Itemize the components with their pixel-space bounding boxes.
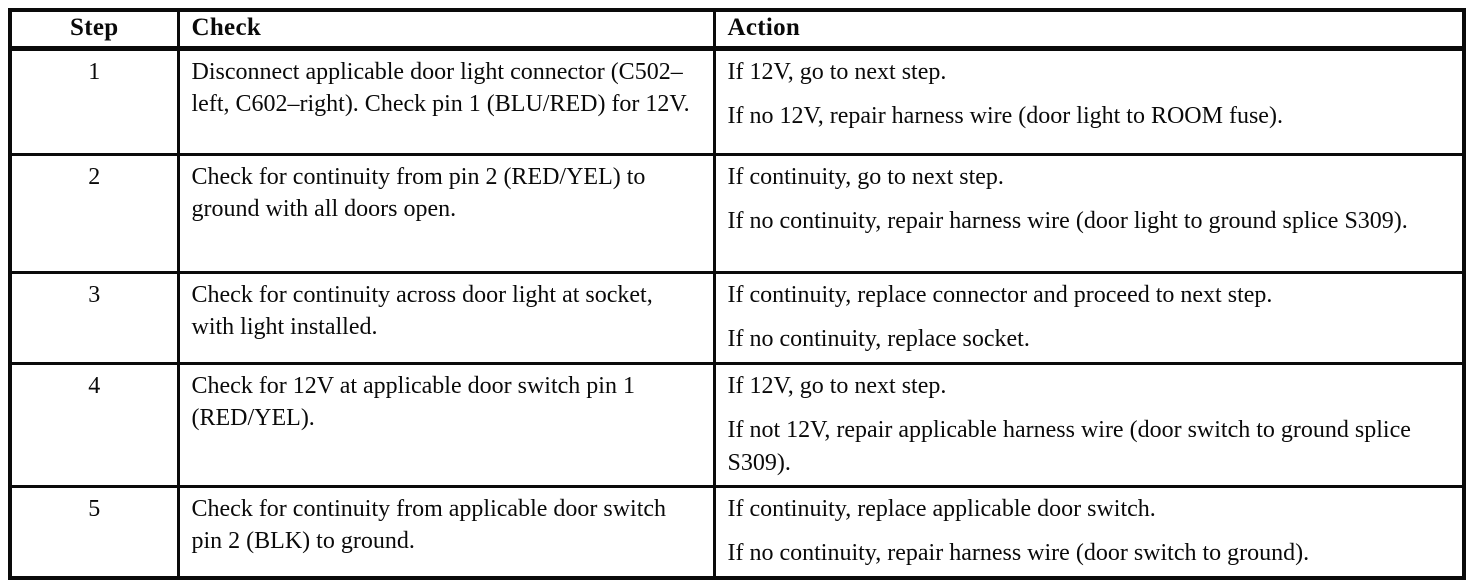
step-cell: 5	[8, 484, 180, 580]
action-line: If not 12V, repair applicable harness wi…	[727, 417, 1411, 476]
check-cell: Check for continuity from pin 2 (RED/YEL…	[176, 153, 716, 274]
step-cell: 3	[8, 271, 180, 365]
table-header: Step Check Action	[8, 8, 1466, 51]
action-cell: If continuity, go to next step. If no con…	[712, 153, 1466, 274]
action-line: If continuity, replace connector and pro…	[727, 282, 1273, 308]
table-row: 4 Check for 12V at applicable door switc…	[8, 361, 1466, 488]
action-line: If continuity, go to next step.	[727, 164, 1004, 190]
scanned-document-page: Step Check Action 1 Disconnect applicabl…	[8, 8, 1466, 580]
check-cell: Check for continuity from applicable doo…	[176, 484, 716, 580]
action-line: If continuity, replace applicable door s…	[727, 495, 1156, 522]
troubleshooting-table: Step Check Action 1 Disconnect applicabl…	[8, 8, 1466, 580]
action-line: If 12V, go to next step.	[727, 372, 947, 399]
table-body: 1 Disconnect applicable door light conne…	[8, 47, 1466, 580]
step-cell: 4	[8, 361, 180, 488]
action-line: If no continuity, repair harness wire (d…	[727, 540, 1310, 567]
column-header-check: Check	[176, 8, 716, 51]
action-line: If no continuity, replace socket.	[727, 326, 1030, 353]
column-header-action: Action	[712, 8, 1466, 51]
action-line: If 12V, go to next step.	[727, 59, 947, 85]
action-cell: If continuity, replace applicable door s…	[712, 484, 1466, 580]
header-row: Step Check Action	[8, 8, 1466, 51]
step-cell: 1	[8, 47, 180, 156]
table-row: 1 Disconnect applicable door light conne…	[8, 47, 1466, 156]
action-cell: If 12V, go to next step. If no 12V, repai…	[712, 47, 1466, 156]
check-cell: Check for continuity across door light a…	[176, 271, 716, 365]
step-cell: 2	[8, 153, 180, 274]
check-cell: Check for 12V at applicable door switch …	[176, 361, 716, 488]
action-cell: If 12V, go to next step. If not 12V, repa…	[712, 361, 1466, 488]
table-row: 3 Check for continuity across door light…	[8, 271, 1466, 365]
column-header-step: Step	[8, 8, 180, 51]
action-line: If no continuity, repair harness wire (d…	[727, 208, 1408, 235]
action-line: If no 12V, repair harness wire (door lig…	[727, 103, 1283, 130]
table-row: 2 Check for continuity from pin 2 (RED/Y…	[8, 153, 1466, 274]
action-cell: If continuity, replace connector and pro…	[712, 271, 1466, 365]
table-row: 5 Check for continuity from applicable d…	[8, 484, 1466, 580]
check-cell: Disconnect applicable door light connect…	[176, 47, 716, 156]
